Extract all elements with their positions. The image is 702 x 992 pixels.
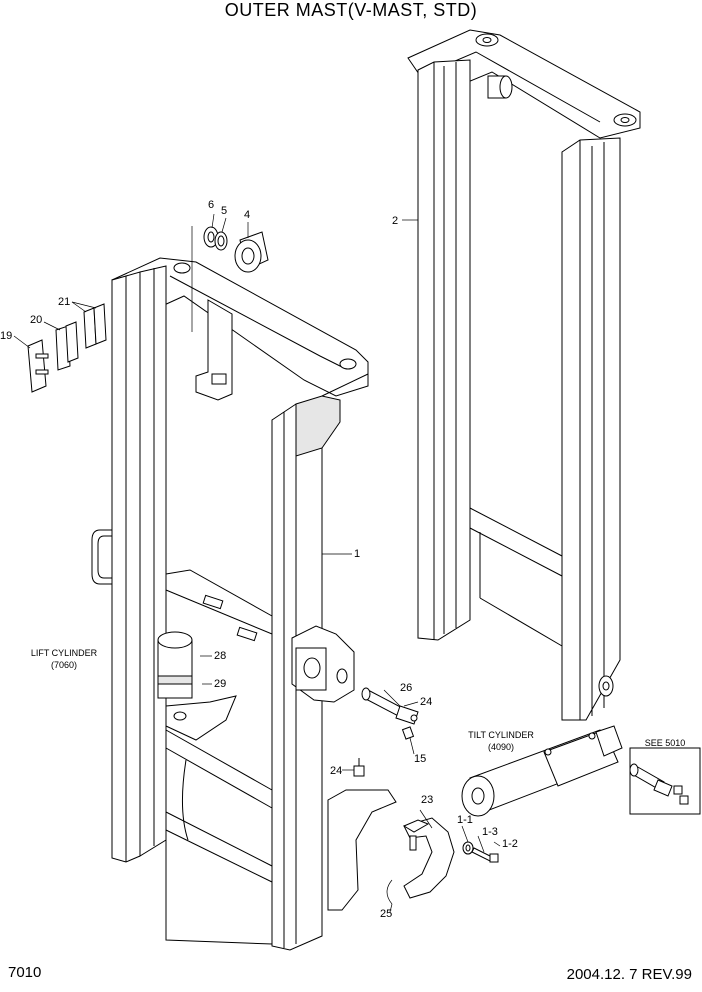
callout-5: 5 (221, 205, 228, 217)
tilt-cylinder (461, 725, 623, 817)
tilt-cylinder-label: TILT CYLINDER (468, 730, 534, 740)
callout-15: 15 (414, 753, 427, 765)
tilt-cylinder-ref: (4090) (487, 742, 514, 752)
callout-24-upper: 24 (420, 696, 433, 708)
callout-23: 23 (421, 794, 434, 806)
callout-2: 2 (392, 215, 399, 227)
callout-1: 1 (354, 548, 361, 560)
cylinder-bracket (327, 789, 455, 911)
tilt-pin-detail (629, 747, 701, 815)
callout-1-1: 1-1 (457, 814, 473, 826)
callout-26: 26 (400, 682, 413, 694)
page-number: 7010 (8, 964, 42, 981)
shim-plates (27, 303, 107, 393)
outer-mast-rail (407, 29, 641, 721)
callout-1-3: 1-3 (482, 826, 498, 838)
callout-4: 4 (244, 209, 251, 221)
callout-19: 19 (0, 330, 13, 342)
callout-28: 28 (214, 650, 227, 662)
callout-21: 21 (58, 296, 71, 308)
callout-1-2: 1-2 (502, 838, 518, 850)
callout-29: 29 (214, 678, 227, 690)
callout-25: 25 (380, 908, 393, 920)
see-5010-note: SEE 5010 (644, 738, 686, 748)
revision-date: 2004.12. 7 REV.99 (566, 966, 692, 983)
leader-lines (13, 213, 501, 913)
callout-24-lower: 24 (330, 765, 343, 777)
callout-6: 6 (208, 199, 215, 211)
bearing-and-washers (191, 226, 269, 332)
lift-cylinder-label: LIFT CYLINDER (30, 648, 98, 658)
callout-20: 20 (30, 314, 43, 326)
cap-fasteners (462, 841, 499, 863)
outer-mast-frame (91, 257, 369, 951)
tilt-pin-assembly (353, 687, 419, 777)
diagram-title: OUTER MAST(V-MAST, STD) (224, 0, 478, 20)
lift-cylinder-ref: (7060) (50, 660, 77, 670)
